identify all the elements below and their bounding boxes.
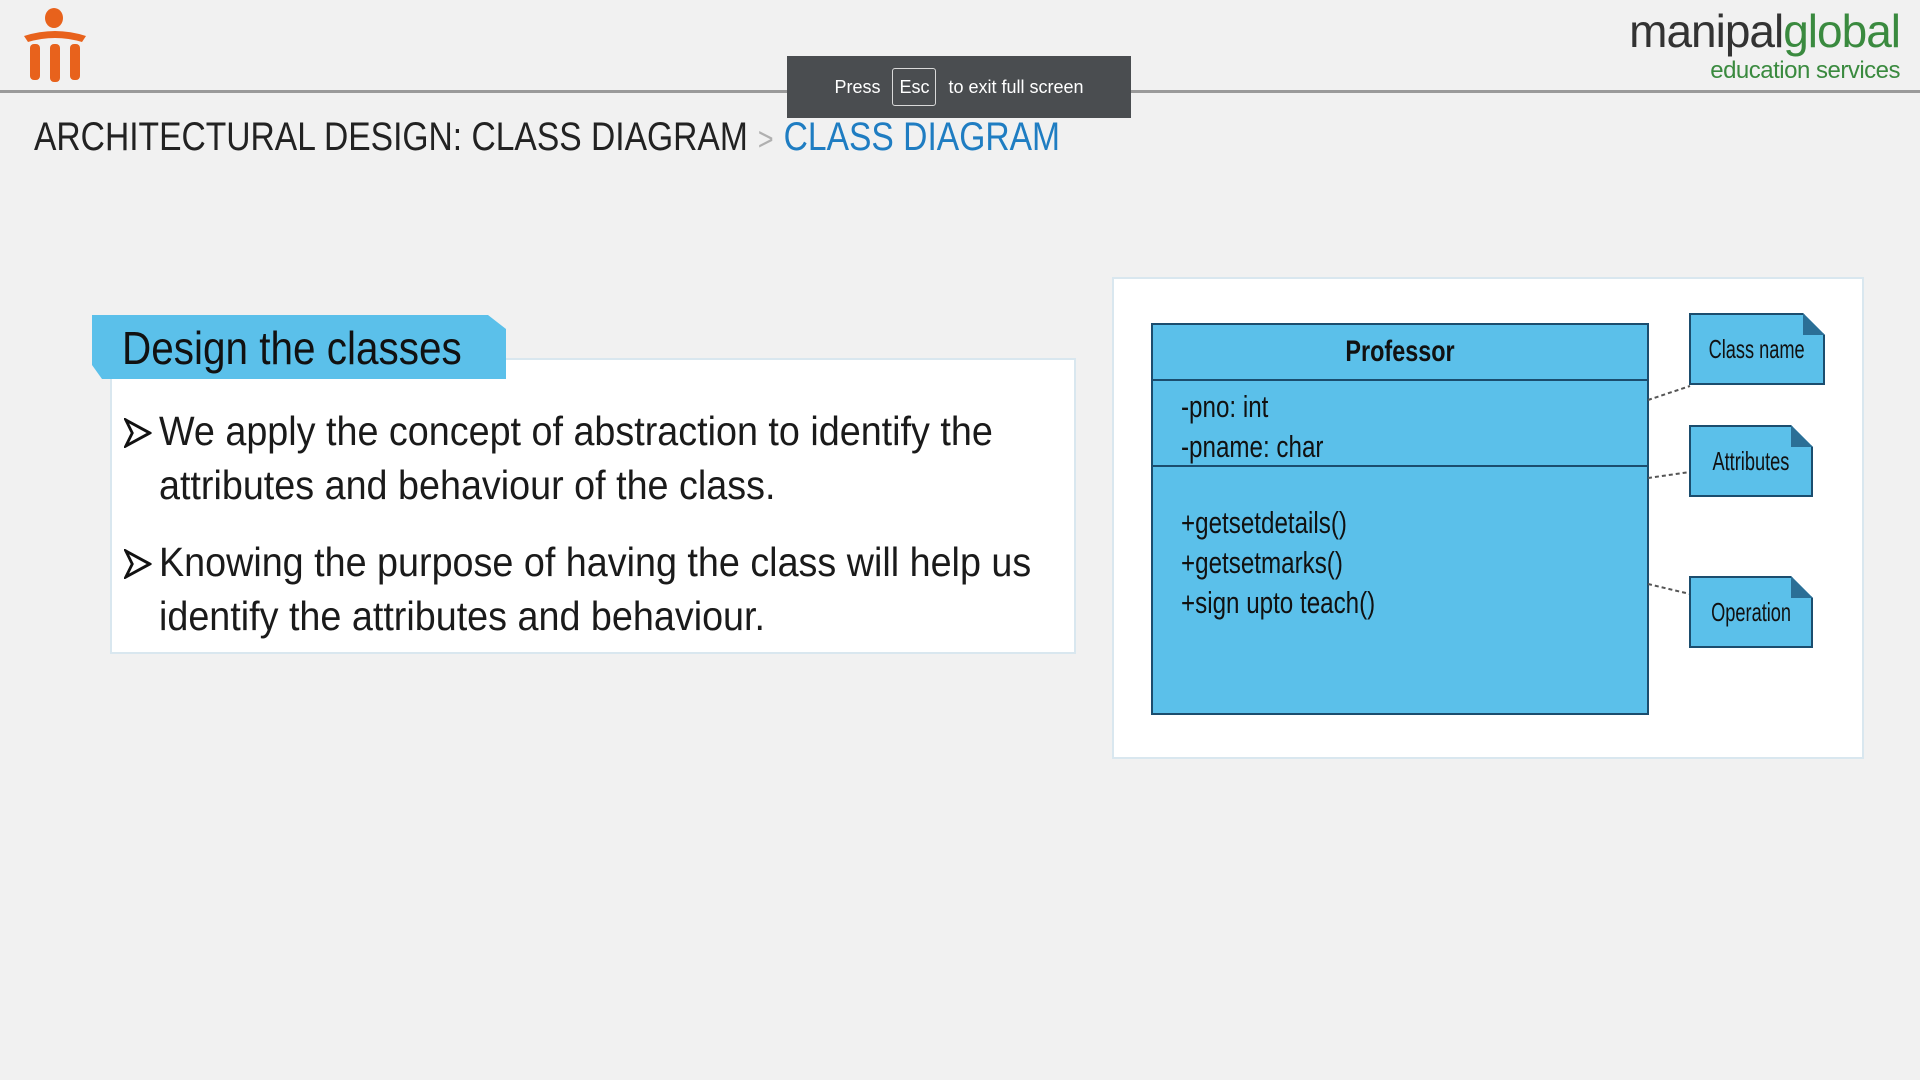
content-card-tab	[92, 315, 506, 379]
uml-operations-compartment: +getsetdetails() +getsetmarks() +sign up…	[1153, 467, 1647, 623]
uml-class-name-compartment: Professor	[1153, 325, 1647, 381]
manipal-logo-icon	[24, 8, 86, 82]
note-label: Class name	[1708, 333, 1806, 364]
uml-class-name: Professor	[1345, 335, 1455, 368]
note-fold-icon	[1791, 425, 1813, 447]
brand-name: manipalglobal	[1629, 5, 1901, 57]
uml-operation: +sign upto teach()	[1181, 585, 1376, 620]
breadcrumb-separator: >	[757, 121, 774, 157]
arrow-bullet-icon	[124, 418, 152, 448]
uml-operation: +getsetmarks()	[1181, 545, 1343, 580]
note-fold-icon	[1803, 313, 1825, 335]
brand-tagline: education services	[1710, 57, 1900, 84]
uml-operation: +getsetdetails()	[1181, 505, 1347, 540]
fullscreen-notice-rest: to exit full screen	[948, 76, 1084, 97]
bullet-text: Knowing the purpose of having the class …	[158, 539, 1032, 639]
connector-attributes	[1647, 471, 1691, 479]
brand-name-part1: manipal	[1629, 5, 1784, 57]
esc-key-badge: Esc	[892, 68, 937, 106]
uml-attribute: -pname: char	[1181, 429, 1324, 464]
uml-attributes-compartment: -pno: int -pname: char	[1153, 381, 1647, 467]
bullet-text: We apply the concept of abstraction to i…	[158, 408, 993, 508]
brand-logo: manipalglobal education services	[1629, 5, 1901, 84]
breadcrumb: ARCHITECTURAL DESIGN: CLASS DIAGRAM>CLAS…	[34, 112, 1060, 164]
content-card	[110, 358, 1076, 654]
note-fold-icon	[1791, 576, 1813, 598]
content-heading: Design the classes	[122, 322, 462, 374]
brand-name-part2: global	[1783, 5, 1901, 57]
bullet-item: We apply the concept of abstraction to i…	[124, 404, 1097, 512]
note-class-name: Class name	[1689, 313, 1825, 385]
arrow-bullet-icon	[124, 549, 152, 579]
uml-attribute: -pno: int	[1181, 389, 1269, 424]
bullet-item: Knowing the purpose of having the class …	[124, 535, 1097, 643]
connector-class-name	[1647, 385, 1691, 401]
bullet-list: We apply the concept of abstraction to i…	[124, 404, 1084, 666]
fullscreen-notice-press: Press	[834, 76, 881, 97]
connector-operation	[1647, 583, 1691, 595]
breadcrumb-current: CLASS DIAGRAM	[783, 115, 1060, 159]
note-label: Operation	[1711, 596, 1791, 627]
fullscreen-notice: Press Esc to exit full screen	[787, 56, 1131, 118]
note-label: Attributes	[1712, 445, 1790, 476]
note-connectors	[1647, 385, 1691, 595]
uml-class-box: Professor -pno: int -pname: char +getset…	[1151, 323, 1649, 715]
breadcrumb-root: ARCHITECTURAL DESIGN: CLASS DIAGRAM	[34, 115, 748, 159]
